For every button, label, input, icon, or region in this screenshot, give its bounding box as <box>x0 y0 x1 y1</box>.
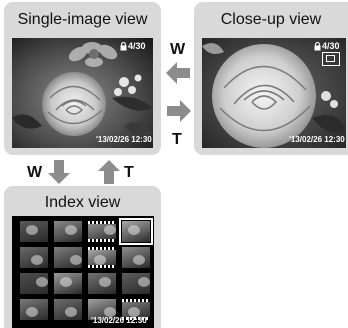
rose-photo <box>12 38 153 148</box>
close-up-panel: Close-up view <box>194 2 348 155</box>
thumbnail-subject <box>36 277 48 287</box>
thumbnail-subject <box>26 225 38 235</box>
single-image-title: Single-image view <box>17 11 148 28</box>
index-panel: Index view '13/02/26 12:30 <box>4 186 161 328</box>
index-screen: '13/02/26 12:30 <box>12 216 154 328</box>
single-image-panel: Single-image view <box>4 2 161 155</box>
thumbnail[interactable] <box>122 247 150 268</box>
thumbnail-grid <box>12 216 154 328</box>
thumbnail-subject <box>104 225 116 235</box>
lock-icon <box>314 42 321 51</box>
thumbnail[interactable] <box>88 247 116 268</box>
arrow-down-icon <box>48 160 70 184</box>
film-strip-icon <box>88 221 116 224</box>
index-title: Index view <box>44 194 121 211</box>
film-strip-icon <box>88 265 116 268</box>
thumbnail[interactable] <box>88 299 116 320</box>
thumbnail[interactable] <box>122 299 150 320</box>
frame-counter: 4/30 <box>128 41 146 51</box>
single-image-screen: 4/30 '13/02/26 12:30 <box>12 38 153 148</box>
frame-counter: 4/30 <box>322 41 340 51</box>
thumbnail[interactable] <box>54 273 82 294</box>
thumbnail-subject <box>128 307 140 317</box>
thumbnail-selected[interactable] <box>119 218 153 245</box>
index-zoom-out-key-label: W <box>27 164 43 181</box>
arrow-up-icon <box>98 160 120 184</box>
thumbnail[interactable] <box>20 299 48 320</box>
thumbnail[interactable] <box>20 273 48 294</box>
thumbnail-subject <box>133 255 145 265</box>
film-strip-icon <box>122 299 150 302</box>
thumbnail-subject <box>65 307 77 317</box>
film-strip-icon <box>88 247 116 250</box>
thumbnail-subject <box>128 225 140 235</box>
lock-icon <box>120 42 127 51</box>
thumbnail-subject <box>104 307 116 317</box>
zoom-frame-icon <box>322 52 340 66</box>
thumbnail-subject <box>138 277 150 287</box>
close-up-screen: 4/30 '13/02/26 12:30 <box>202 38 346 148</box>
thumbnail-subject <box>65 225 77 235</box>
thumbnail[interactable] <box>54 299 82 320</box>
thumbnail[interactable] <box>54 247 82 268</box>
thumbnail-subject <box>26 307 38 317</box>
thumbnail[interactable] <box>88 273 116 294</box>
film-strip-icon <box>88 239 116 242</box>
close-up-title: Close-up view <box>220 11 322 28</box>
zoom-in-key-label: T <box>172 131 182 148</box>
film-strip-icon <box>122 317 150 320</box>
thumbnail-subject <box>31 255 43 265</box>
arrow-left-icon <box>166 62 190 84</box>
thumbnail[interactable] <box>122 273 150 294</box>
thumbnail[interactable] <box>54 221 82 242</box>
date-time-stamp: '13/02/26 12:30 <box>289 135 345 144</box>
thumbnail-subject <box>94 255 106 265</box>
arrow-right-icon <box>167 100 191 122</box>
zoom-out-key-label: W <box>170 41 186 58</box>
thumbnail[interactable] <box>20 247 48 268</box>
thumbnail-subject <box>60 277 72 287</box>
thumbnail-subject <box>70 255 82 265</box>
date-time-stamp: '13/02/26 12:30 <box>91 316 147 325</box>
date-time-stamp: '13/02/26 12:30 <box>96 135 152 144</box>
thumbnail-subject <box>99 277 111 287</box>
index-zoom-in-key-label: T <box>124 164 134 181</box>
thumbnail[interactable] <box>88 221 116 242</box>
thumbnail[interactable] <box>20 221 48 242</box>
